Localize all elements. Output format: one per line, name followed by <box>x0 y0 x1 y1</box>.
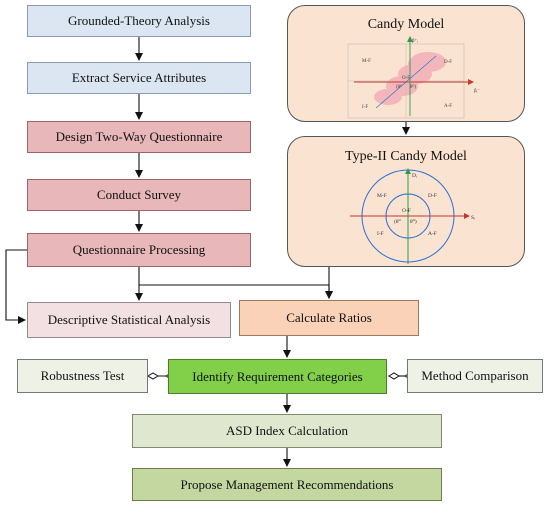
type2-quadrant-if: I-F <box>377 231 384 237</box>
candy-center-theta-left: (θ⁰ <box>396 84 402 90</box>
type2-quadrant-mf: M-F <box>377 193 387 199</box>
calculate-ratios-box: Calculate Ratios <box>239 300 419 336</box>
management-recommendations-box: Propose Management Recommendations <box>132 468 442 501</box>
type2-model-panel: Type-II Candy Model Dᵢ Sᵢ M-F D-F I-F A-… <box>287 136 525 267</box>
robustness-test-box: Robustness Test <box>17 359 148 393</box>
design-questionnaire-box: Design Two-Way Questionnaire <box>27 121 251 153</box>
candy-quadrant-af: A-F <box>444 104 452 109</box>
type2-axis-label-y: Dᵢ <box>412 173 417 179</box>
candy-quadrant-if: I-F <box>362 105 368 110</box>
grounded-theory-box: Grounded-Theory Analysis <box>27 5 251 37</box>
candy-quadrant-mf: M-F <box>362 59 371 64</box>
candy-axis-label-y: β⁺ᵢ <box>412 38 418 44</box>
questionnaire-processing-box: Questionnaire Processing <box>27 233 251 267</box>
candy-model-title: Candy Model <box>367 17 445 32</box>
identify-categories-box: Identify Requirement Categories <box>168 359 387 394</box>
descriptive-analysis-box: Descriptive Statistical Analysis <box>27 302 231 338</box>
type2-quadrant-af: A-F <box>428 231 437 237</box>
candy-center-theta-right: θ⁰) <box>410 84 416 90</box>
type2-model-title: Type-II Candy Model <box>345 149 467 164</box>
type2-center-theta-left: (θ⁰ <box>394 218 401 225</box>
arrow-processing-to-descriptive-side <box>5 249 27 324</box>
candy-quadrant-df: D-F <box>444 60 452 65</box>
extract-attributes-box: Extract Service Attributes <box>27 62 251 94</box>
candy-model-diagram: M-F D-F I-F A-F O-F (θ⁰ θ⁰) β⁺ᵢ βᵢ⁻ <box>347 36 480 119</box>
conduct-survey-box: Conduct Survey <box>27 179 251 211</box>
method-comparison-box: Method Comparison <box>407 359 543 393</box>
candy-center-of: O-F <box>402 76 410 81</box>
arrow-processing-to-ratios <box>139 284 333 299</box>
asd-index-box: ASD Index Calculation <box>132 414 442 448</box>
type2-center-of: O-F <box>402 208 411 214</box>
type2-center-theta-right: θ⁰) <box>410 218 417 225</box>
candy-model-panel: Candy Model M-F D-F I-F A-F O-F <box>287 5 525 122</box>
type2-axis-label-x: Sᵢ <box>471 215 475 221</box>
type2-quadrant-df: D-F <box>428 193 437 199</box>
candy-axis-label-x: βᵢ⁻ <box>474 89 480 94</box>
type2-model-diagram: Dᵢ Sᵢ M-F D-F I-F A-F O-F (θ⁰ θ⁰) <box>350 168 475 264</box>
